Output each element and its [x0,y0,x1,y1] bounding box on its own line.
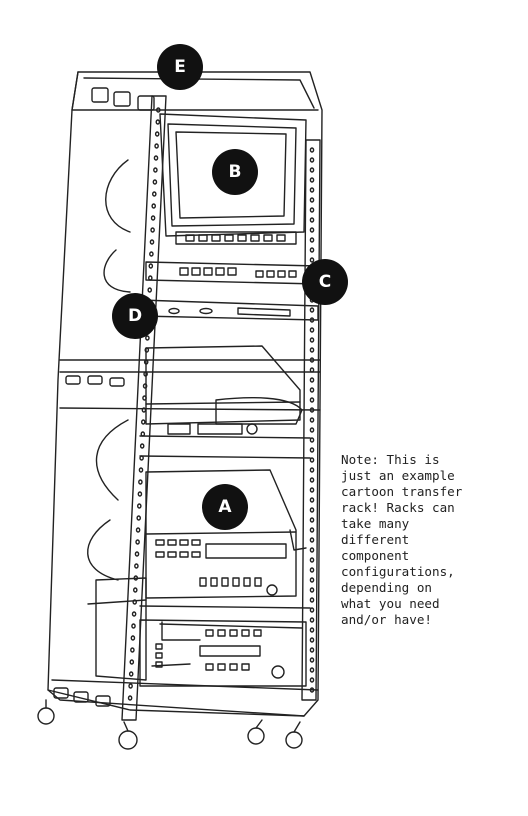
rack-frame [48,72,322,716]
label-d: D [112,293,158,339]
label-a: A [202,484,248,530]
label-c: C [302,259,348,305]
shelf-unit [140,300,318,320]
note-text: Note: This is just an example cartoon tr… [341,452,521,628]
label-e: E [157,44,203,90]
label-b: B [212,149,258,195]
patch-unit [146,262,318,284]
tape-deck [140,346,310,458]
